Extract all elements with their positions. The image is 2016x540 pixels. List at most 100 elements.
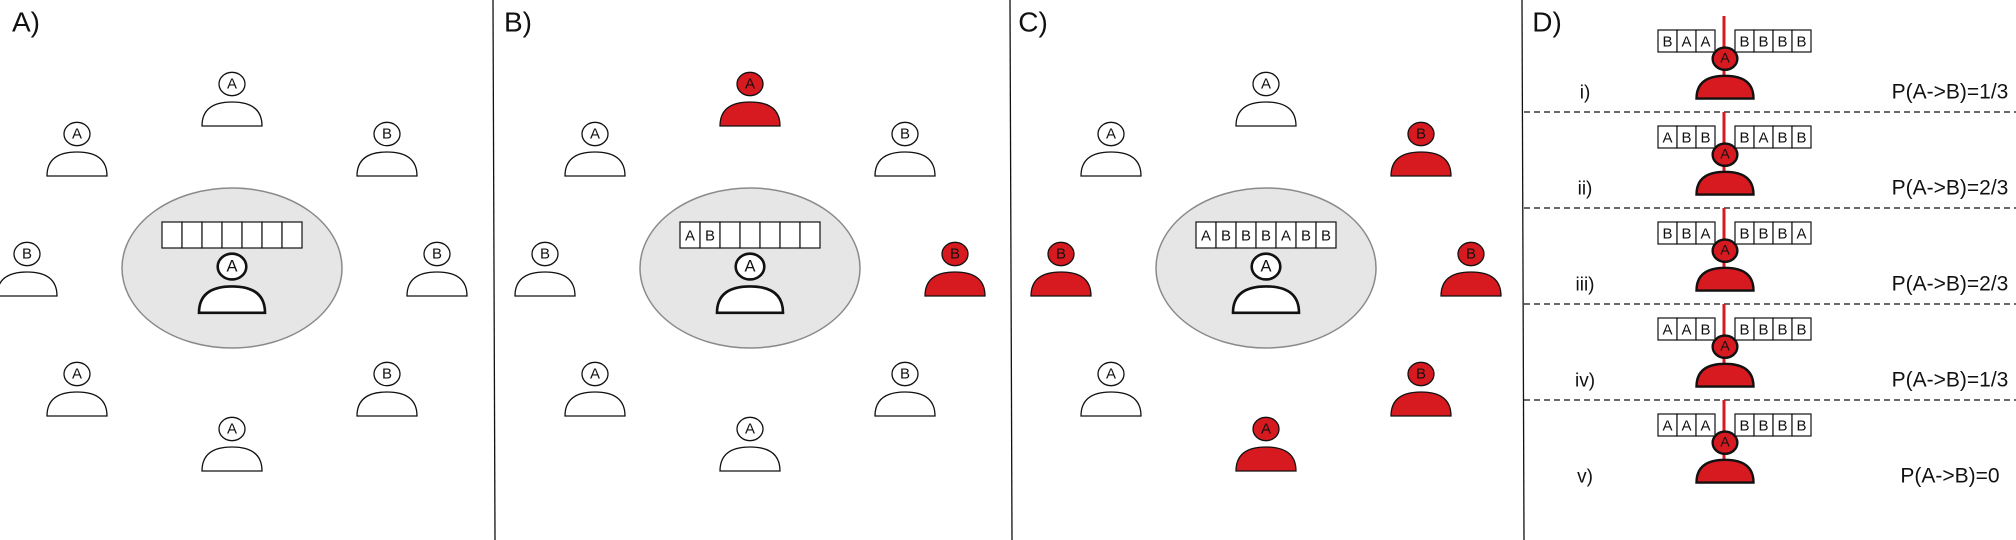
person-head — [373, 361, 401, 387]
person-body — [0, 271, 58, 297]
person-opinion-label: B — [1416, 126, 1426, 143]
memory-cell-label: A — [1700, 34, 1710, 51]
person-opinion-label: B — [1466, 246, 1476, 263]
neighbor-icon: B — [874, 361, 936, 417]
person-opinion-label: B — [1056, 246, 1066, 263]
person-body — [719, 101, 781, 127]
transition-probability: P(A->B)=2/3 — [1892, 273, 2009, 296]
person-body — [46, 151, 108, 177]
memory-cell-label: A — [1796, 226, 1806, 243]
panel-divider — [492, 0, 496, 540]
person-body — [1695, 362, 1755, 388]
neighbor-icon: A — [1080, 121, 1142, 177]
memory-cell-label: B — [1796, 418, 1806, 435]
person-opinion-label: A — [227, 421, 237, 438]
person-head — [1711, 142, 1739, 168]
memory-cell — [1695, 29, 1716, 53]
panel-label: D) — [1532, 7, 1562, 38]
person-body — [1695, 170, 1755, 196]
person-opinion-label: A — [745, 421, 755, 438]
memory-cell — [1695, 125, 1716, 149]
neighbor-icon: B — [406, 241, 468, 297]
person-opinion-label: A — [590, 366, 600, 383]
person-head — [581, 361, 609, 387]
active-neighbor-icon: B — [1030, 241, 1092, 297]
memory-cell — [759, 221, 781, 249]
memory-cell-label: B — [705, 228, 715, 245]
person-body — [1235, 446, 1297, 472]
memory-cell-label: B — [1241, 228, 1251, 245]
person-head — [423, 241, 451, 267]
memory-cell-label: B — [1739, 322, 1749, 339]
memory-cell-label: A — [1700, 226, 1710, 243]
person-body — [406, 271, 468, 297]
person-body — [1080, 151, 1142, 177]
person-head — [13, 241, 41, 267]
row-numeral: iii) — [1576, 275, 1595, 296]
person-body — [1440, 271, 1502, 297]
person-head — [216, 252, 248, 281]
memory-cell-label: B — [1301, 228, 1311, 245]
person-opinion-label: A — [72, 366, 82, 383]
memory-cell-label: B — [1321, 228, 1331, 245]
row-numeral: iv) — [1575, 371, 1595, 392]
person-body — [1080, 391, 1142, 417]
person-head — [1252, 71, 1280, 97]
person-body — [514, 271, 576, 297]
person-opinion-label: B — [382, 126, 392, 143]
memory-cell-label: B — [1700, 322, 1710, 339]
person-head — [1711, 238, 1739, 264]
neighbor-icon: B — [356, 361, 418, 417]
memory-cell — [221, 221, 243, 249]
person-opinion-label: A — [1720, 435, 1730, 451]
memory-cell-label: B — [1796, 322, 1806, 339]
memory-cell-label: B — [1796, 130, 1806, 147]
memory-cell-label: A — [1201, 228, 1211, 245]
person-body — [201, 446, 263, 472]
neighbor-icon: A — [564, 121, 626, 177]
person-head — [891, 121, 919, 147]
memory-cell — [779, 221, 801, 249]
person-body — [1695, 266, 1755, 292]
neighbor-icon: A — [564, 361, 626, 417]
person-head — [734, 252, 766, 281]
neighbor-icon: B — [0, 241, 58, 297]
person-body — [1695, 458, 1755, 484]
person-opinion-label: A — [1261, 76, 1271, 93]
row-numeral: v) — [1577, 467, 1593, 488]
memory-cell — [1695, 317, 1716, 341]
person-head — [1711, 430, 1739, 456]
memory-cell — [1695, 221, 1716, 245]
memory-cell — [281, 221, 303, 249]
person-body — [715, 285, 785, 315]
person-opinion-label: A — [745, 76, 755, 93]
memory-cell — [241, 221, 263, 249]
memory-cell-label: A — [1662, 322, 1672, 339]
active-neighbor-icon: B — [1390, 361, 1452, 417]
person-head — [736, 71, 764, 97]
person-head — [736, 416, 764, 442]
memory-cell-label: B — [1758, 418, 1768, 435]
person-head — [581, 121, 609, 147]
neighbor-icon: A — [719, 416, 781, 472]
focal-person-icon: A — [1695, 46, 1755, 100]
person-opinion-label: B — [432, 246, 442, 263]
person-head — [1097, 361, 1125, 387]
memory-cell-label: A — [1281, 228, 1291, 245]
memory-cell-label: A — [1662, 130, 1672, 147]
memory-cell-label: B — [1739, 34, 1749, 51]
memory-cell — [739, 221, 761, 249]
memory-cell-label: B — [1777, 34, 1787, 51]
person-opinion-label: A — [744, 258, 755, 276]
person-opinion-label: A — [72, 126, 82, 143]
center-person-icon: A — [715, 252, 785, 315]
